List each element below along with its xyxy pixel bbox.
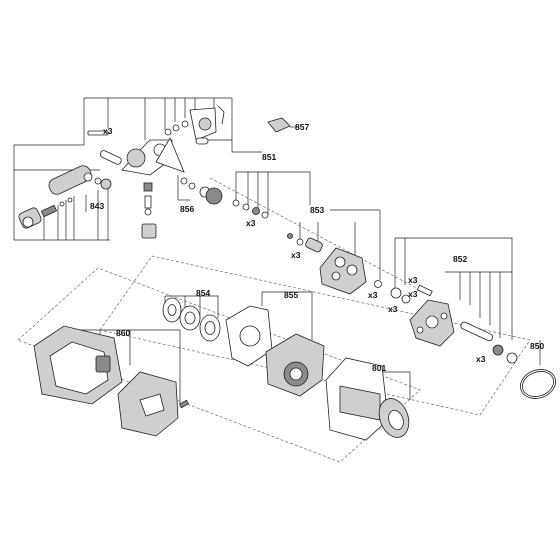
hammer-mechanism-parts [18,105,291,239]
motor-801 [325,357,410,441]
callout-853: 853 [310,205,324,215]
callout-855: 855 [284,290,298,300]
callout-857: 857 [295,122,309,132]
callout-801: 801 [372,363,386,373]
callout-854: 854 [196,288,210,298]
callout-850: 850 [530,341,544,351]
assembly-outlines [17,177,531,463]
quantity-x3-a: x3 [103,126,113,136]
callout-labels: 857 851 843 856 853 852 854 855 860 801 … [90,122,544,373]
quantity-x3-g: x3 [408,289,418,299]
quantity-x3-h: x3 [476,354,486,364]
gear-cluster-856 [180,177,269,219]
quantity-labels: x3 x3 x3 x3 x3 x3 x3 x3 [103,126,486,364]
cylinder-cluster-853 [287,233,382,295]
callout-843: 843 [90,201,104,211]
quantity-x3-e: x3 [388,304,398,314]
quantity-x3-d: x3 [368,290,378,300]
quantity-x3-c: x3 [291,250,301,260]
callout-860: 860 [116,328,130,338]
housing-860 [33,325,190,437]
leader-lines [13,97,541,405]
callout-851: 851 [262,152,276,162]
quantity-x3-b: x3 [246,218,256,228]
washer-set-854 [162,297,221,342]
callout-856: 856 [180,204,194,214]
quantity-x3-f: x3 [408,275,418,285]
gear-housing-855 [225,305,325,397]
callout-852: 852 [453,254,467,264]
pump-cluster-852 [390,284,556,399]
